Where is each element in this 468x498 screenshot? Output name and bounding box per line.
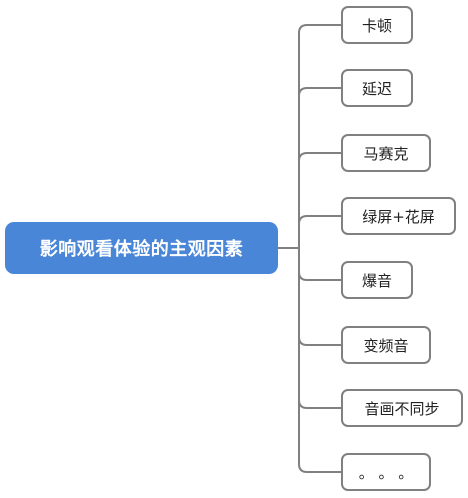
branch-node-label: 马赛克 [363,144,409,163]
branch-node-av-desync: 音画不同步 [341,389,463,427]
branch-node-frequency-shift: 变频音 [341,326,431,364]
branch-node-ellipsis: 。 。 。 [341,453,431,491]
branch-connector-6 [298,248,341,346]
branch-node-label: 卡顿 [361,16,392,35]
branch-connector-4 [298,215,341,248]
branch-connector-5 [298,248,341,281]
branch-node-label: 延迟 [361,79,392,98]
branch-node-green-screen: 绿屏+花屏 [341,197,456,235]
root-node: 影响观看体验的主观因素 [5,222,278,274]
branch-node-label: 音画不同步 [364,399,440,418]
branch-connector-7 [298,248,341,409]
branch-connector-1 [298,24,341,248]
branch-connector-2 [298,87,341,248]
branch-node-label: 爆音 [361,271,392,290]
branch-connector-8 [298,248,341,473]
branch-node-latency: 延迟 [341,69,413,107]
branch-node-mosaic: 马赛克 [341,134,431,172]
branch-node-label: 变频音 [363,336,409,355]
root-node-label: 影响观看体验的主观因素 [39,239,244,260]
branch-node-label: 绿屏+花屏 [362,207,435,226]
branch-node-label: 。 。 。 [358,463,414,482]
branch-node-stutter: 卡顿 [341,6,413,44]
branch-node-audio-pop: 爆音 [341,261,413,299]
branch-connector-3 [298,152,341,248]
